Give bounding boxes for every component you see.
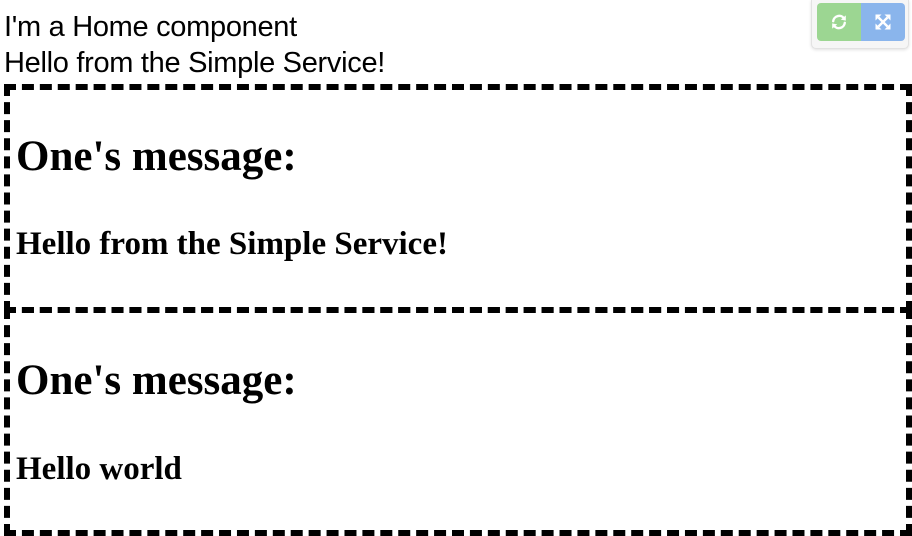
card-message: Hello from the Simple Service! — [16, 226, 448, 262]
card-message: Hello world — [16, 451, 182, 487]
one-component-card: One's message: Hello from the Simple Ser… — [4, 84, 912, 313]
home-component: I'm a Home component Hello from the Simp… — [4, 9, 385, 81]
refresh-button[interactable] — [817, 3, 861, 41]
refresh-icon — [832, 14, 846, 30]
preview-toolbar — [811, 0, 909, 49]
one-component-card: One's message: Hello world — [4, 307, 912, 536]
expand-icon — [875, 14, 891, 30]
card-heading: One's message: — [16, 133, 297, 180]
expand-button[interactable] — [861, 3, 905, 41]
card-heading: One's message: — [16, 357, 297, 404]
home-title: I'm a Home component — [4, 11, 297, 43]
home-service-message: Hello from the Simple Service! — [4, 47, 386, 79]
